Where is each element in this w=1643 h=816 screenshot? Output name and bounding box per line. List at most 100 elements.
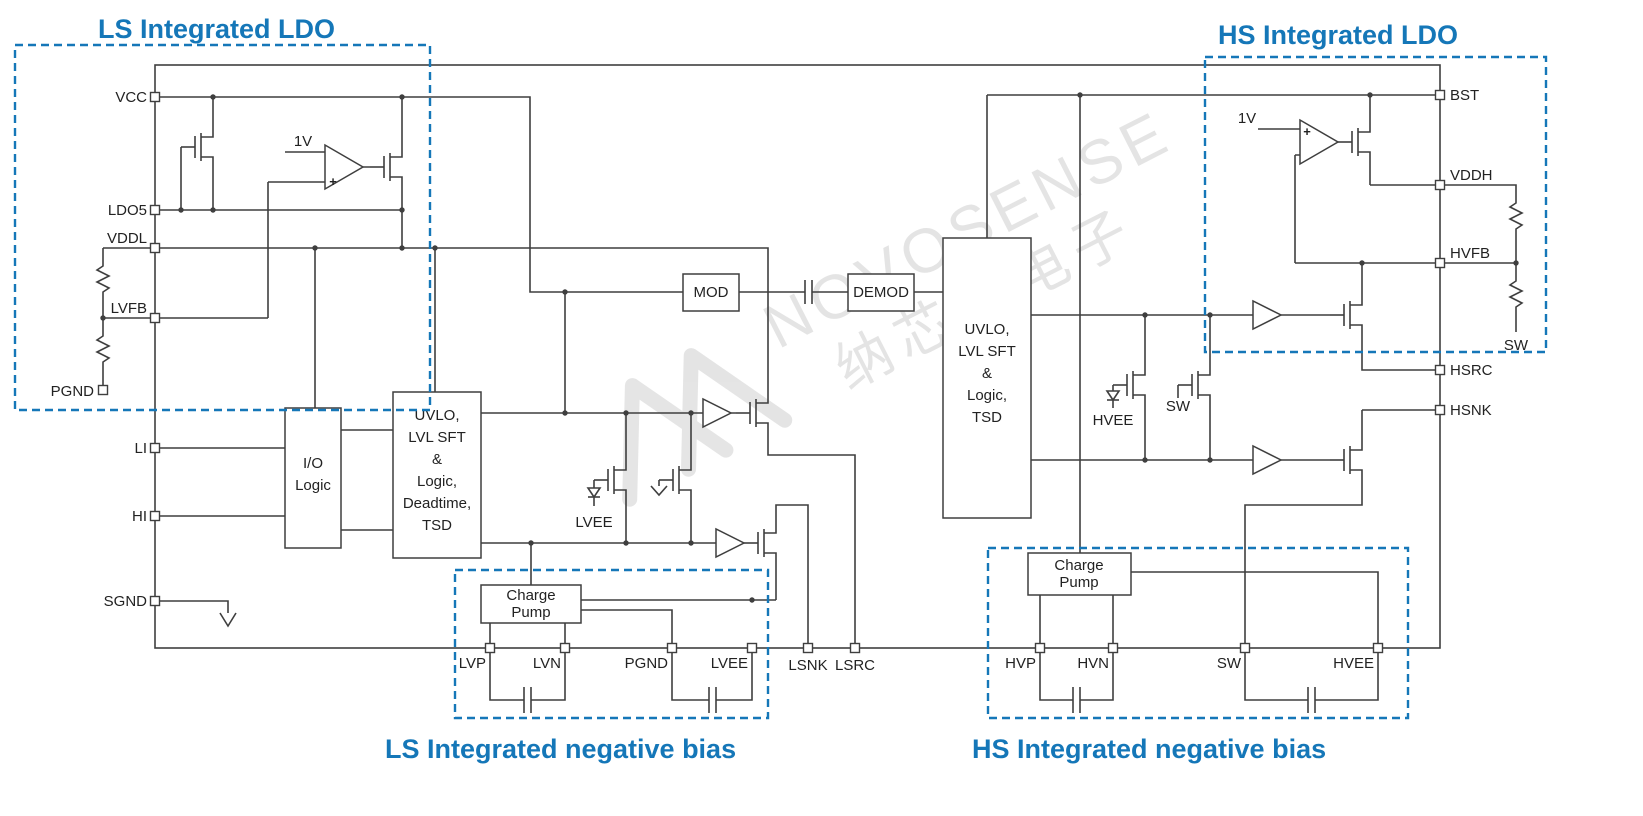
mosfet-symbol (369, 142, 403, 192)
ls-charge-pump-block (480, 584, 582, 624)
hs-charge-pump-label: Pump (1059, 574, 1098, 591)
pin-li (149, 442, 161, 454)
ls-charge-pump-label: Pump (511, 604, 550, 621)
hs-sink-buffer-symbol (1252, 444, 1283, 476)
ground-symbol (650, 485, 668, 497)
hs-control-label: & (982, 365, 992, 382)
pin-hvn (1107, 642, 1119, 654)
pin-hsnk (1434, 404, 1446, 416)
ground-symbol (219, 612, 237, 628)
ls-control-label: UVLO, (414, 407, 459, 424)
pin-lsrc-label: LSRC (835, 657, 875, 674)
ls-opamp-symbol (324, 143, 365, 191)
io-logic-label: I/O (303, 455, 323, 472)
junction-dots (100, 92, 1519, 603)
ls-supply-wires (155, 96, 769, 413)
pin-vddl (149, 242, 161, 254)
pin-hsnk-label: HSNK (1450, 402, 1492, 419)
pin-ldo5-label: LDO5 (108, 202, 147, 219)
hs-charge-pump-label: Charge (1054, 557, 1103, 574)
mod-block (682, 273, 740, 312)
pin-lvp-label: LVP (459, 655, 486, 672)
ls-source-buffer-symbol (702, 397, 733, 429)
pin-sw-bottom-label: SW (1217, 655, 1242, 672)
isolation-channel-wires (739, 280, 943, 304)
resistor-symbol (96, 260, 110, 296)
hs-charge-pump-block (1027, 552, 1132, 596)
hs-bottom-cap-wires (1039, 652, 1379, 713)
pin-hvfb-label: HVFB (1450, 245, 1490, 262)
pin-hi (149, 510, 161, 522)
pin-lvfb-label: LVFB (111, 300, 147, 317)
hs-supply-driver-wires (986, 94, 1440, 644)
diode-symbol (586, 487, 602, 499)
ls-control-block (392, 391, 482, 559)
mosfet-symbol (1337, 117, 1371, 167)
pin-hsrc-label: HSRC (1450, 362, 1493, 379)
ls-neg-bias-title: LS Integrated negative bias (385, 734, 736, 764)
ls-driver-wires (481, 412, 856, 644)
pin-lvfb (149, 312, 161, 324)
pin-sgnd-label: SGND (104, 593, 148, 610)
diode-symbol (1105, 390, 1121, 402)
hs-control-label: TSD (972, 409, 1002, 426)
pin-pads (97, 89, 1446, 654)
ls-feedback-divider-wires (102, 247, 155, 386)
ls-ldo-wires (155, 151, 370, 319)
ls-ldo-region-box (13, 43, 432, 412)
io-logic-label: Logic (295, 477, 331, 494)
ls-ldo-title: LS Integrated LDO (98, 14, 335, 44)
hs-ldo-title: HS Integrated LDO (1218, 20, 1458, 50)
pin-vddh (1434, 179, 1446, 191)
chip-boundary (154, 64, 1441, 649)
pin-ldo5 (149, 204, 161, 216)
ls-control-label: TSD (422, 517, 452, 534)
pin-vcc-label: VCC (115, 89, 147, 106)
pin-hvfb (1434, 257, 1446, 269)
ls-charge-pump-label: Charge (506, 587, 555, 604)
sw-divider-label: SW (1504, 337, 1529, 354)
pin-pgnd-left-label: PGND (51, 383, 95, 400)
resistor-symbol (1509, 275, 1523, 311)
resistor-symbol (1509, 197, 1523, 233)
pin-bst-label: BST (1450, 87, 1479, 104)
pin-pgnd-left (97, 384, 109, 396)
wires (102, 94, 1517, 713)
hs-control-block (942, 237, 1032, 519)
hs-control-label: UVLO, (964, 321, 1009, 338)
pin-lvp (484, 642, 496, 654)
pin-hvp-label: HVP (1005, 655, 1036, 672)
hs-neg-bias-title: HS Integrated negative bias (972, 734, 1326, 764)
pin-labels: VCC LDO5 VDDL LVFB PGND LI HI SGND BST V… (51, 87, 1529, 674)
pin-pgnd-bottom (666, 642, 678, 654)
pin-vddh-label: VDDH (1450, 167, 1493, 184)
hs-opamp-plus-label: + (1303, 124, 1311, 139)
ls-control-label: Deadtime, (403, 495, 471, 512)
pin-hvee (1372, 642, 1384, 654)
pin-lvee (746, 642, 758, 654)
pin-hsrc (1434, 364, 1446, 376)
ls-control-label: & (432, 451, 442, 468)
ls-neg-bias-region-box (453, 568, 770, 720)
pin-lsnk (802, 642, 814, 654)
pin-lvn-label: LVN (533, 655, 561, 672)
pin-sgnd (149, 595, 161, 607)
hs-ldo-region-box (1203, 55, 1548, 354)
hs-source-buffer-symbol (1252, 299, 1283, 331)
pin-vcc (149, 91, 161, 103)
pin-bst (1434, 89, 1446, 101)
mosfet-symbol (743, 518, 777, 568)
mosfet-symbol (1112, 360, 1146, 410)
mosfet-symbol (1329, 290, 1363, 340)
hs-feedback-divider-wires (1440, 184, 1517, 332)
lvee-node-label: LVEE (575, 514, 612, 531)
resistor-symbol (96, 330, 110, 366)
ls-sink-buffer-symbol (715, 527, 746, 559)
ls-bottom-cap-wires (489, 652, 753, 713)
ls-ref-1v-label: 1V (294, 133, 312, 150)
demod-block (847, 273, 915, 312)
pin-lsrc (849, 642, 861, 654)
pin-pgnd-bottom-label: PGND (625, 655, 669, 672)
